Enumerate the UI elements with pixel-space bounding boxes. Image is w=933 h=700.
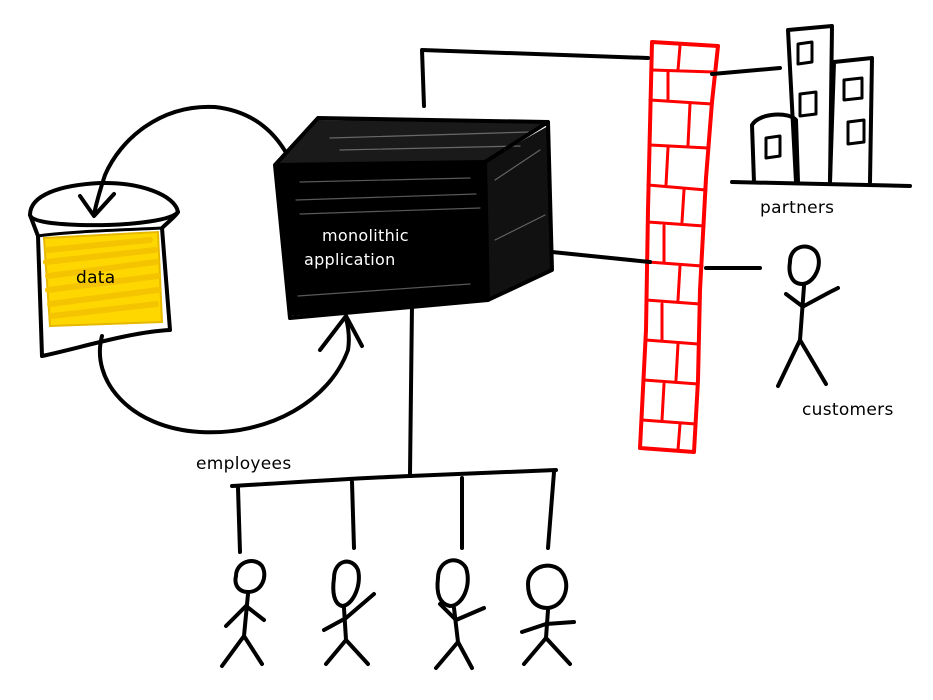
brick-wall-icon (638, 40, 720, 454)
firewall-outline (638, 40, 720, 454)
app-top-fill (275, 120, 548, 165)
app-side-fill (485, 126, 552, 300)
buildings-icon (730, 24, 912, 188)
app-front-fill (275, 162, 488, 316)
partners-label: partners (760, 198, 835, 218)
app-label-line1: monolithic (322, 226, 409, 245)
data-left-edge (36, 226, 164, 238)
building-left (750, 112, 800, 184)
stick-figure-icon (434, 558, 486, 670)
app-firewall-links (420, 48, 652, 264)
employee-tree (230, 302, 558, 554)
employees-label: employees (196, 454, 292, 474)
server-box-icon (273, 116, 554, 320)
data-write-arc (97, 314, 364, 435)
stick-figure-icon (520, 563, 576, 666)
data-body (28, 210, 180, 358)
ground-line (730, 180, 912, 188)
data-read-arc (78, 104, 292, 218)
app-outline (273, 116, 554, 320)
database-icon (28, 180, 180, 358)
app-label-line2: application (304, 250, 396, 269)
building-right (828, 56, 874, 184)
stick-figure-icon (322, 559, 376, 666)
stick-figure-icon (776, 244, 840, 388)
firewall-external-links (704, 66, 782, 270)
data-label: data (76, 268, 116, 288)
stick-figure-icon (220, 559, 267, 668)
data-fill-scribble (43, 237, 161, 319)
building-middle (786, 24, 834, 184)
customers-label: customers (802, 400, 894, 420)
app-texture (295, 131, 546, 297)
firewall-bricks (640, 44, 716, 452)
